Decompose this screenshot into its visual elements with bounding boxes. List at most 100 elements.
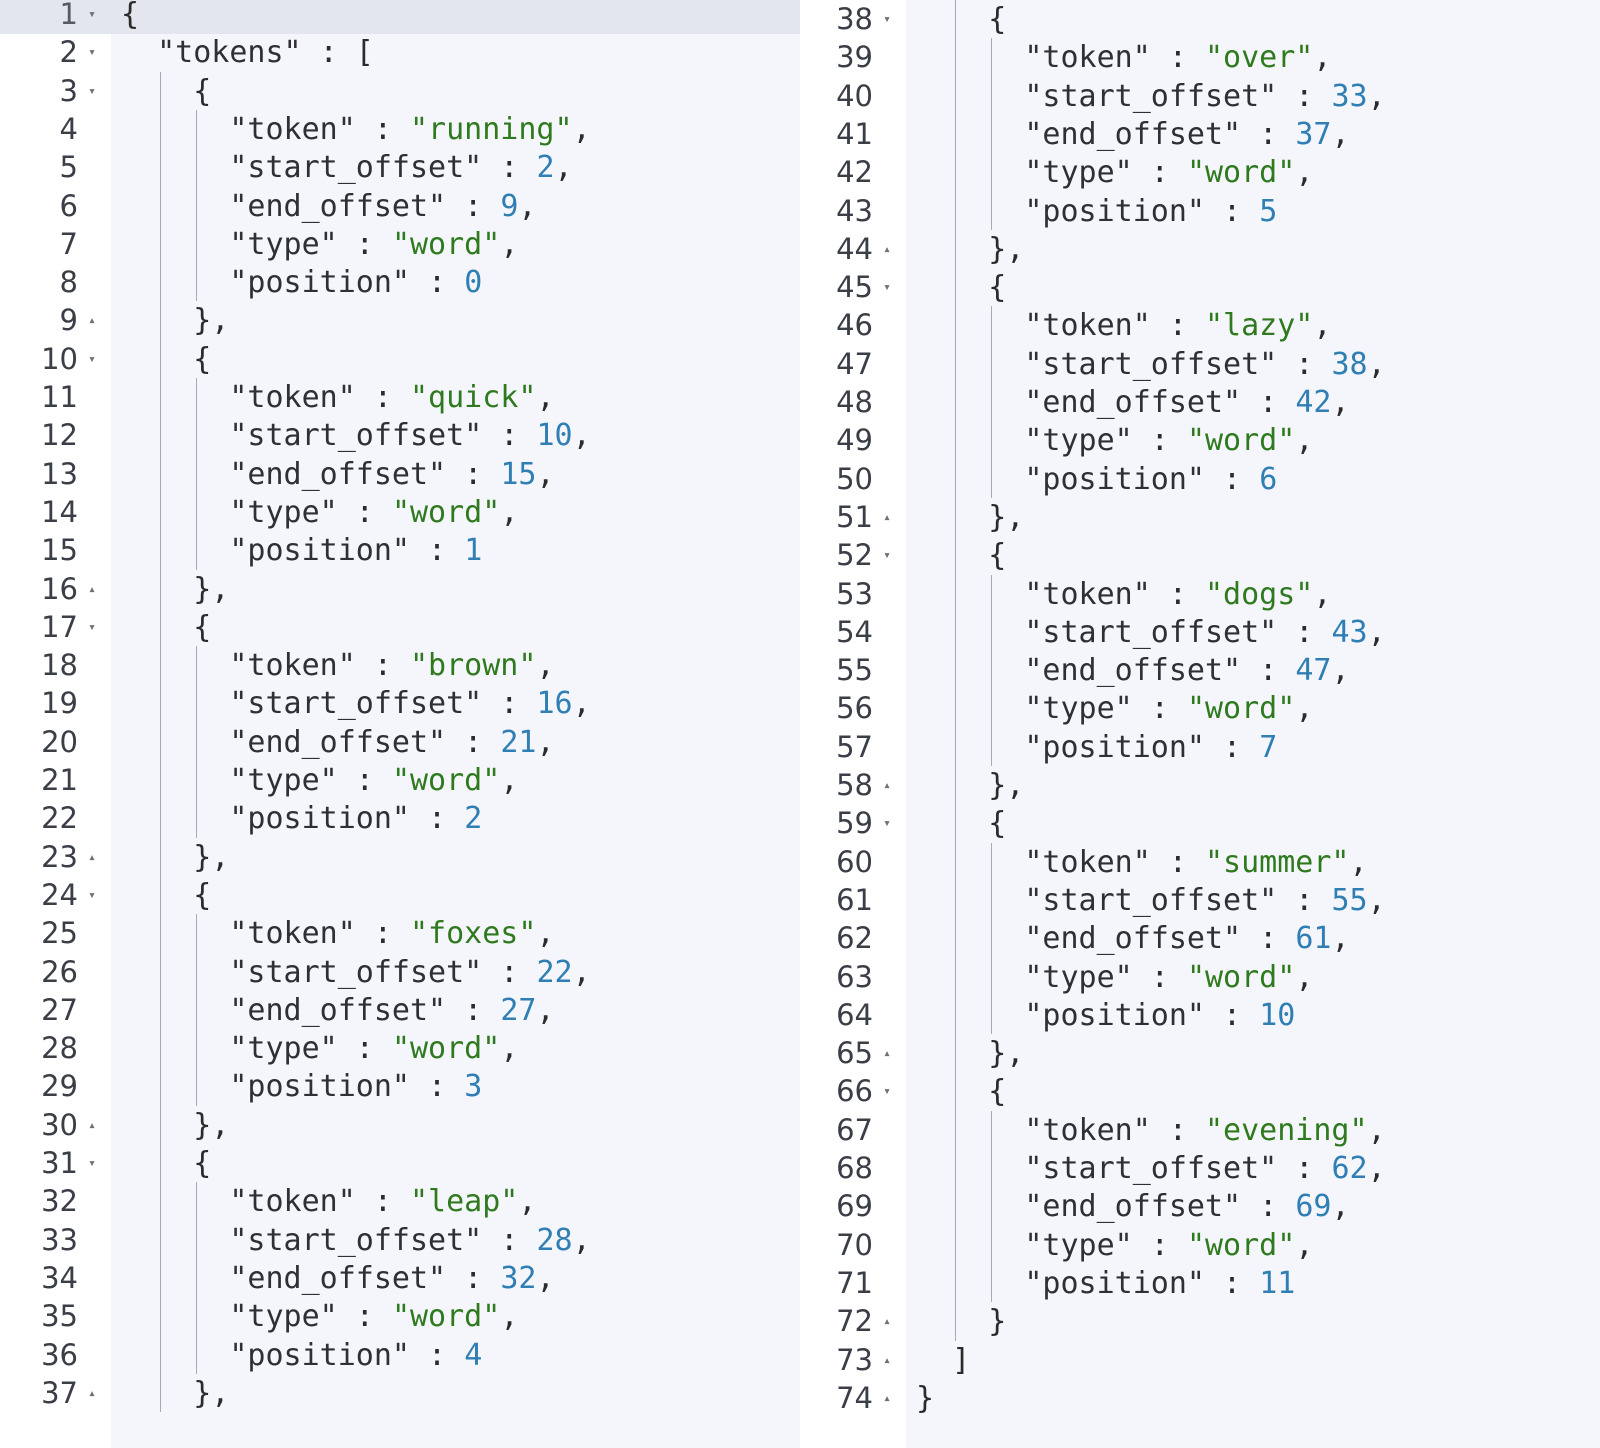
- code-line[interactable]: 26 "start_offset" : 22,: [0, 953, 800, 992]
- code-line[interactable]: 49 "type" : "word",: [821, 421, 1600, 460]
- code-line[interactable]: 19 "start_offset" : 16,: [0, 684, 800, 723]
- fold-expand-icon[interactable]: ▴: [883, 1314, 891, 1330]
- code-line[interactable]: 4 "token" : "running",: [0, 110, 800, 149]
- code-line[interactable]: 57 "position" : 7: [821, 728, 1600, 767]
- code-line[interactable]: 3▾ {: [0, 72, 800, 111]
- code-line[interactable]: 12 "start_offset" : 10,: [0, 416, 800, 455]
- fold-collapse-icon[interactable]: ▾: [88, 7, 96, 22]
- code-line[interactable]: 61 "start_offset" : 55,: [821, 881, 1600, 920]
- code-line[interactable]: 70 "type" : "word",: [821, 1226, 1600, 1265]
- code-line[interactable]: 56 "type" : "word",: [821, 689, 1600, 728]
- code-line[interactable]: 47 "start_offset" : 38,: [821, 345, 1600, 384]
- code-line[interactable]: 62 "end_offset" : 61,: [821, 919, 1600, 958]
- code-line[interactable]: 24▾ {: [0, 876, 800, 915]
- code-line[interactable]: 20 "end_offset" : 21,: [0, 723, 800, 762]
- fold-collapse-icon[interactable]: ▾: [883, 280, 891, 296]
- fold-collapse-icon[interactable]: ▾: [88, 83, 96, 99]
- fold-expand-icon[interactable]: ▴: [883, 1352, 891, 1368]
- code-line[interactable]: 9▴ },: [0, 301, 800, 340]
- code-line[interactable]: 48 "end_offset" : 42,: [821, 383, 1600, 422]
- code-line[interactable]: 34 "end_offset" : 32,: [0, 1259, 800, 1298]
- code-line[interactable]: 6 "end_offset" : 9,: [0, 187, 800, 226]
- code-line[interactable]: 63 "type" : "word",: [821, 958, 1600, 997]
- fold-collapse-icon[interactable]: ▾: [88, 619, 96, 635]
- code-line[interactable]: 18 "token" : "brown",: [0, 646, 800, 685]
- code-line[interactable]: 23▴ },: [0, 838, 800, 877]
- fold-collapse-icon[interactable]: ▾: [883, 548, 891, 564]
- code-line[interactable]: 28 "type" : "word",: [0, 1029, 800, 1068]
- code-line[interactable]: 38▾ {: [821, 0, 1600, 39]
- code-line[interactable]: 71 "position" : 11: [821, 1264, 1600, 1303]
- code-line[interactable]: 33 "start_offset" : 28,: [0, 1221, 800, 1260]
- code-line[interactable]: 44▴ },: [821, 230, 1600, 269]
- fold-expand-icon[interactable]: ▴: [883, 241, 891, 257]
- code-line[interactable]: 30▴ },: [0, 1106, 800, 1145]
- code-line[interactable]: 14 "type" : "word",: [0, 493, 800, 532]
- code-line[interactable]: 10▾ {: [0, 340, 800, 379]
- fold-collapse-icon[interactable]: ▾: [883, 816, 891, 832]
- code-line[interactable]: 16▴ },: [0, 570, 800, 609]
- code-line[interactable]: 46 "token" : "lazy",: [821, 306, 1600, 345]
- code-line[interactable]: 64 "position" : 10: [821, 996, 1600, 1035]
- fold-collapse-icon[interactable]: ▾: [883, 1084, 891, 1100]
- editor-pane-right[interactable]: 38▾ {39 "token" : "over",40 "start_offse…: [821, 0, 1600, 1448]
- fold-expand-icon[interactable]: ▴: [883, 778, 891, 793]
- code-line[interactable]: 53 "token" : "dogs",: [821, 575, 1600, 614]
- code-line[interactable]: 58▴ },: [821, 766, 1600, 805]
- fold-collapse-icon[interactable]: ▾: [883, 12, 891, 27]
- code-line[interactable]: 1▾{: [0, 0, 800, 34]
- code-line[interactable]: 69 "end_offset" : 69,: [821, 1187, 1600, 1226]
- code-line[interactable]: 36 "position" : 4: [0, 1336, 800, 1375]
- code-line[interactable]: 5 "start_offset" : 2,: [0, 148, 800, 187]
- code-line[interactable]: 27 "end_offset" : 27,: [0, 991, 800, 1030]
- code-line[interactable]: 52▾ {: [821, 536, 1600, 575]
- code-line[interactable]: 60 "token" : "summer",: [821, 843, 1600, 882]
- code-line[interactable]: 50 "position" : 6: [821, 460, 1600, 499]
- code-line[interactable]: 66▾ {: [821, 1072, 1600, 1111]
- code-line[interactable]: 13 "end_offset" : 15,: [0, 455, 800, 494]
- fold-collapse-icon[interactable]: ▾: [88, 351, 96, 367]
- code-line[interactable]: 11 "token" : "quick",: [0, 378, 800, 417]
- fold-expand-icon[interactable]: ▴: [88, 849, 96, 865]
- code-line[interactable]: 39 "token" : "over",: [821, 38, 1600, 77]
- fold-expand-icon[interactable]: ▴: [883, 509, 891, 525]
- fold-expand-icon[interactable]: ▴: [883, 1390, 891, 1406]
- fold-expand-icon[interactable]: ▴: [883, 1046, 891, 1062]
- code-area[interactable]: [906, 0, 1600, 1448]
- code-line[interactable]: 59▾ {: [821, 804, 1600, 843]
- code-line[interactable]: 40 "start_offset" : 33,: [821, 77, 1600, 116]
- code-line[interactable]: 74▴}: [821, 1379, 1600, 1418]
- code-line[interactable]: 55 "end_offset" : 47,: [821, 651, 1600, 690]
- code-line[interactable]: 25 "token" : "foxes",: [0, 914, 800, 953]
- code-line[interactable]: 15 "position" : 1: [0, 531, 800, 570]
- code-line[interactable]: 32 "token" : "leap",: [0, 1182, 800, 1221]
- code-line[interactable]: 68 "start_offset" : 62,: [821, 1149, 1600, 1188]
- fold-expand-icon[interactable]: ▴: [88, 581, 96, 597]
- code-line[interactable]: 41 "end_offset" : 37,: [821, 115, 1600, 154]
- fold-collapse-icon[interactable]: ▾: [88, 1156, 96, 1171]
- code-line[interactable]: 2▾ "tokens" : [: [0, 33, 800, 72]
- fold-expand-icon[interactable]: ▴: [88, 1117, 96, 1133]
- code-line[interactable]: 51▴ },: [821, 498, 1600, 537]
- code-line[interactable]: 72▴ }: [821, 1302, 1600, 1341]
- code-line[interactable]: 31▾ {: [0, 1144, 800, 1183]
- code-line[interactable]: 17▾ {: [0, 608, 800, 647]
- code-line[interactable]: 43 "position" : 5: [821, 192, 1600, 231]
- code-line[interactable]: 22 "position" : 2: [0, 799, 800, 838]
- code-line[interactable]: 45▾ {: [821, 268, 1600, 307]
- code-area[interactable]: [111, 0, 800, 1448]
- code-line[interactable]: 37▴ },: [0, 1374, 800, 1413]
- code-line[interactable]: 54 "start_offset" : 43,: [821, 613, 1600, 652]
- code-line[interactable]: 35 "type" : "word",: [0, 1297, 800, 1336]
- code-line[interactable]: 42 "type" : "word",: [821, 153, 1600, 192]
- code-line[interactable]: 8 "position" : 0: [0, 263, 800, 302]
- fold-expand-icon[interactable]: ▴: [88, 1385, 96, 1401]
- editor-pane-left[interactable]: 1▾{2▾ "tokens" : [3▾ {4 "token" : "runni…: [0, 0, 800, 1448]
- code-line[interactable]: 67 "token" : "evening",: [821, 1111, 1600, 1150]
- code-line[interactable]: 7 "type" : "word",: [0, 225, 800, 264]
- code-line[interactable]: 73▴ ]: [821, 1341, 1600, 1380]
- fold-collapse-icon[interactable]: ▾: [88, 45, 96, 61]
- fold-expand-icon[interactable]: ▴: [88, 313, 96, 329]
- code-line[interactable]: 65▴ },: [821, 1034, 1600, 1073]
- code-line[interactable]: 21 "type" : "word",: [0, 761, 800, 800]
